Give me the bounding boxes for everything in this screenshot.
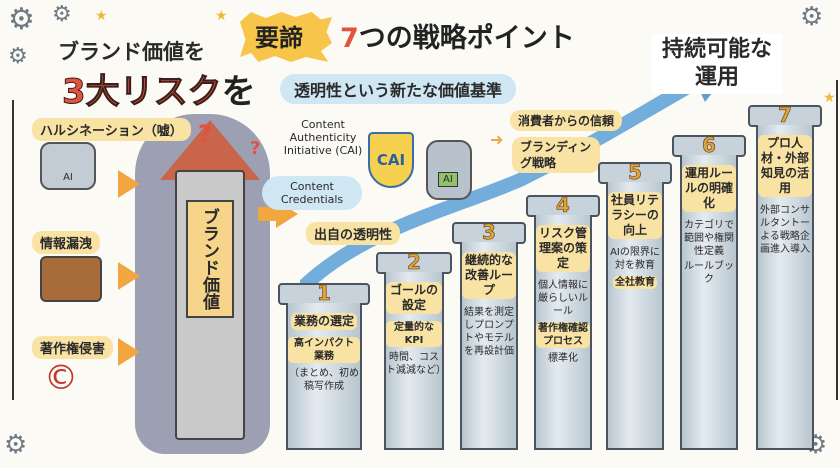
pillar-number: 2 <box>407 250 422 275</box>
star-icon: ★ <box>95 8 108 24</box>
gear-icon: ⚙ <box>52 2 72 27</box>
pillar-number: 5 <box>628 160 643 185</box>
goal-label: 持続可能な運用 <box>652 34 782 94</box>
pillar-2: 2 ゴールの設定定量的なKPI 時間、コスト減減など） <box>376 250 452 450</box>
pillar-body: プロ人材・外部知見の活用外部コンサルタントーよる戦略企画進入導入 <box>758 135 812 258</box>
pillar-book: ルールブック <box>684 261 734 285</box>
pillar-1: 1 業務の選定高インパクト業務 （まとめ、初め稿写作成 <box>278 281 370 450</box>
pillar-text: 結果を測定しプロンプトやモテルを再設計価 <box>464 307 514 357</box>
gear-icon: ⚙ <box>800 2 824 32</box>
pillar-highlight: 全社教育 <box>613 276 657 289</box>
pillar-body: 継続的な改善ループ結果を測定しプロンプトやモテルを再設計価 <box>462 252 516 360</box>
gear-icon: ⚙ <box>8 44 28 69</box>
pillar-highlight: 高インパクト業務 <box>288 337 360 363</box>
arrow-icon <box>118 170 140 198</box>
pillar-text: カテゴリで範囲や権関性定義 <box>684 220 734 257</box>
robot-chip: AI <box>438 172 458 187</box>
pillar-text: 個人情報に厳らしいルール <box>538 280 588 317</box>
badge-burst <box>240 12 332 62</box>
subtitle: 透明性という新たな価値基準 <box>280 74 517 104</box>
pillar-number: 4 <box>556 193 571 218</box>
pillar-number: 1 <box>317 281 332 306</box>
pillar-body: 運用ルールの明確化カテゴリで範囲や権関性定義ルールブック <box>682 165 736 288</box>
question-icon: ? <box>250 138 261 159</box>
robot-icon: AI <box>40 142 96 190</box>
pillar-text: 外部コンサルタントーよる戦略企画進入導入 <box>760 205 810 255</box>
pillar-highlight: 定量的なKPI <box>386 321 442 347</box>
pillar-title: ゴールの設定 <box>386 282 442 314</box>
right-border <box>836 80 838 400</box>
pillar-number: 6 <box>702 133 717 158</box>
gear-icon: ⚙ <box>4 430 28 460</box>
pillar-number: 3 <box>482 220 497 245</box>
cai-shield-icon: CAI <box>368 132 414 188</box>
pillar-body: 社員リテラシーの向上 AIの限界に対を教育全社教育 <box>608 192 662 291</box>
left-border <box>12 100 14 400</box>
cai-label: Content Authenticity Initiative (CAI) <box>283 118 363 157</box>
arrow-icon: ➜ <box>490 130 504 149</box>
pillar-number: 7 <box>778 103 793 128</box>
provenance-label: 出自の透明性 <box>306 222 401 245</box>
pillar-text: AIの限界に対を教育 <box>610 247 660 271</box>
left-title: ブランド価値を <box>58 40 205 64</box>
risk-leak: 情報漏洩 <box>32 231 101 254</box>
pillar-7: 7 プロ人材・外部知見の活用外部コンサルタントーよる戦略企画進入導入 <box>748 103 822 450</box>
pillar-title: 運用ルールの明確化 <box>682 165 736 212</box>
pillar-4: 4 リスク管理案の策定個人情報に厳らしいルール著作権確認プロセス標準化 <box>526 193 600 450</box>
pillar-body: リスク管理案の策定個人情報に厳らしいルール著作権確認プロセス標準化 <box>536 225 590 367</box>
branding-label: ブランディング戦略 <box>512 137 600 173</box>
copyright-icon: © <box>44 358 78 398</box>
arrow-icon <box>118 338 140 366</box>
pillar-body: ゴールの設定定量的なKPI 時間、コスト減減など） <box>386 282 446 379</box>
left-title-risk: 3大リスクを <box>62 72 256 113</box>
main-title: 7つの戦略ポイント <box>340 23 575 54</box>
risk-hallucination: ハルシネーション（嘘） <box>32 118 191 141</box>
treasure-chest-icon <box>40 256 102 302</box>
pillar-title: 社員リテラシーの向上 <box>608 192 662 239</box>
pillar-title: 業務の選定 <box>290 313 357 330</box>
star-icon: ★ <box>823 90 836 106</box>
badge-text: 要諦 <box>255 24 303 52</box>
pillar-text2: 標準化 <box>548 353 578 364</box>
trust-label: 消費者からの信頼 <box>510 110 623 131</box>
pillar-text: 時間、コスト減減など） <box>386 352 446 376</box>
pillar-title: プロ人材・外部知見の活用 <box>758 135 812 197</box>
content-credentials: Content Credentials <box>262 176 362 210</box>
robot-icon: AI <box>426 140 472 200</box>
tower-label: ブランド価値 <box>186 200 234 318</box>
pillar-3: 3 継続的な改善ループ結果を測定しプロンプトやモテルを再設計価 <box>452 220 526 450</box>
pillar-text: （まとめ、初め稿写作成 <box>289 368 359 392</box>
arrow-icon <box>118 262 140 290</box>
pillar-title: 継続的な改善ループ <box>462 252 516 299</box>
pillar-6: 6 運用ルールの明確化カテゴリで範囲や権関性定義ルールブック <box>672 133 746 450</box>
gear-icon: ⚙ <box>8 2 35 37</box>
pillar-body: 業務の選定高インパクト業務 （まとめ、初め稿写作成 <box>288 313 360 395</box>
question-icon: ? <box>198 120 212 148</box>
star-icon: ★ <box>215 8 228 24</box>
pillar-title: リスク管理案の策定 <box>536 225 590 272</box>
pillar-highlight: 著作権確認プロセス <box>536 322 590 348</box>
risk-copyright: 著作権侵害 <box>32 336 114 359</box>
pillar-5: 5 社員リテラシーの向上 AIの限界に対を教育全社教育 <box>598 160 672 450</box>
